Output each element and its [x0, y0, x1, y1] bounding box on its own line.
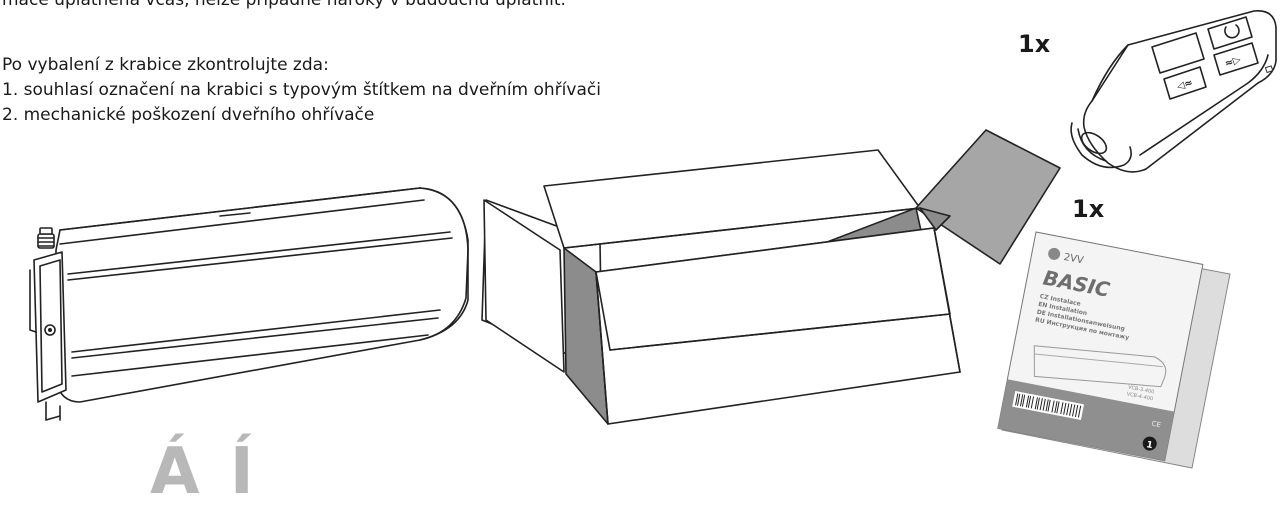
manual-quantity: 1x — [1072, 195, 1105, 223]
manual-model-2: VCB-4-400 — [1126, 391, 1153, 402]
svg-text:◁≈: ◁≈ — [1176, 77, 1195, 92]
remote-quantity: 1x — [1018, 30, 1051, 58]
manual-model-1: VCB-3-400 — [1127, 384, 1154, 395]
manual-page-number: 1 — [1145, 440, 1153, 451]
cut-off-text-line: mace uplatněna včas, nelze případné náro… — [2, 0, 566, 10]
manual-ce-mark: CE — [1151, 420, 1162, 430]
check-intro: Po vybalení z krabice zkontrolujte zda: — [2, 55, 329, 75]
check-item-1: 1. souhlasí označení na krabici s typový… — [2, 80, 601, 100]
remote-control-illustration: ◁≈ ≈▷ — [1070, 10, 1277, 173]
barcode — [1012, 390, 1085, 421]
door-heater-illustration — [29, 187, 469, 421]
svg-text:≈▷: ≈▷ — [1224, 54, 1243, 70]
open-box-illustration — [481, 129, 1061, 425]
manual-brand: 2VV — [1063, 252, 1085, 267]
check-item-2: 2. mechanické poškození dveřního ohřívač… — [2, 105, 375, 125]
manual-booklet-illustration: 2VV BASIC CZ Instalace EN Installation D… — [997, 231, 1231, 469]
bottom-heading-partial: Á Í — [150, 435, 258, 509]
